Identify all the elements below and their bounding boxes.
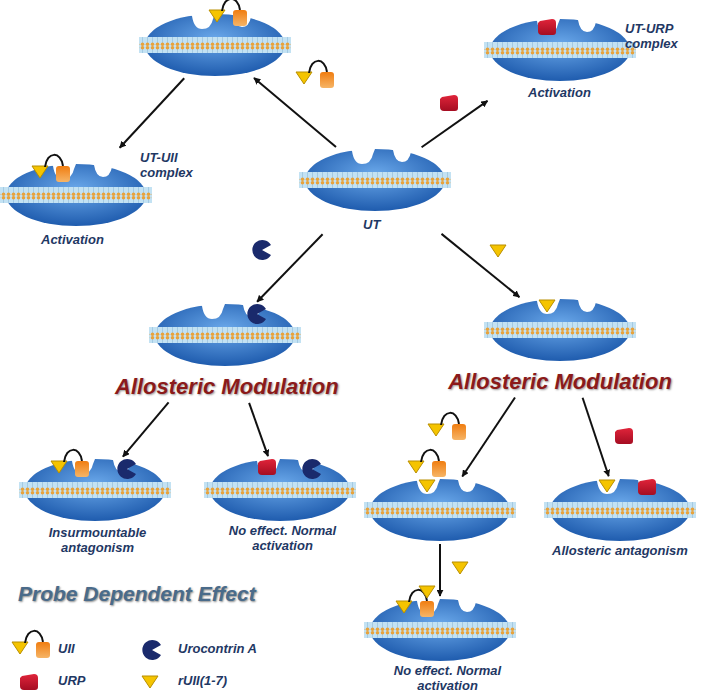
state-label: Activation [41, 232, 131, 247]
transition-arrow [462, 398, 515, 477]
legend-text: Urocontrin A [178, 641, 257, 656]
receptor-node: Allosteric Modulation [155, 304, 295, 366]
state-label: UT-UII complex [140, 150, 204, 180]
receptor-node: No effect. Normal activation [370, 599, 510, 661]
legend-entry: Urocontrin A [128, 636, 257, 660]
state-label: UT-URP complex [625, 21, 695, 51]
note-label: Probe Dependent Effect [18, 582, 256, 606]
state-label: No effect. Normal activation [390, 663, 505, 693]
legend-symbol [8, 636, 52, 660]
transition-arrow [123, 402, 169, 456]
receptor-node: Allosteric Modulation [490, 299, 630, 361]
receptor-node: No effect. Normal activation [210, 459, 350, 521]
receptor-shape [19, 459, 171, 521]
legend-text: UII [58, 641, 75, 656]
state-label: Allosteric antagonism [544, 543, 696, 558]
receptor-shape [204, 459, 356, 521]
receptor-node [370, 479, 510, 541]
receptor-shape [364, 479, 516, 541]
receptor-node [145, 14, 285, 76]
state-heading: Allosteric Modulation [115, 374, 335, 400]
state-label: No effect. Normal activation [225, 523, 340, 553]
receptor-shape [149, 304, 301, 366]
transition-arrow [254, 78, 336, 147]
receptor-shape [0, 164, 152, 226]
legend-entry: rUII(1-7) [128, 668, 227, 692]
transition-arrow [439, 544, 441, 596]
transition-arrow [120, 78, 185, 148]
legend-text: rUII(1-7) [178, 673, 227, 688]
receptor-node: UT [305, 149, 445, 211]
legend-text: URP [58, 673, 85, 688]
state-label: Activation [528, 85, 618, 100]
receptor-node: Insurmountable antagonism [25, 459, 165, 521]
state-heading: Allosteric Modulation [445, 369, 675, 395]
receptor-shape [299, 149, 451, 211]
receptor-node: UT-UII complexActivation [6, 164, 146, 226]
receptor-node: UT-URP complexActivation [490, 19, 630, 81]
receptor-shape [484, 299, 636, 361]
transition-arrow [249, 403, 268, 456]
transition-arrow [442, 234, 520, 297]
receptor-shape [544, 479, 696, 541]
legend-symbol [8, 668, 52, 692]
transition-arrow [583, 398, 609, 476]
state-label: Insurmountable antagonism [15, 525, 180, 555]
legend-symbol [128, 668, 172, 692]
receptor-node: Allosteric antagonism [550, 479, 690, 541]
receptor-shape [139, 14, 291, 76]
state-label: UT [363, 217, 393, 232]
legend-entry: URP [8, 668, 85, 692]
receptor-shape [364, 599, 516, 661]
legend-entry: UII [8, 636, 75, 660]
receptor-shape [484, 19, 636, 81]
legend-symbol [128, 636, 172, 660]
